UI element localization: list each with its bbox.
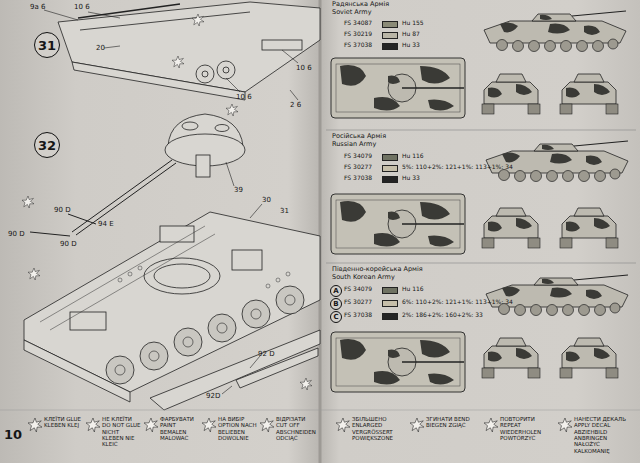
color-mix: Hu 87 (402, 31, 420, 38)
fs-code: FS 30277 (344, 299, 372, 306)
step-number: 31 (34, 32, 60, 58)
scheme-heading: South Korean Army (332, 274, 395, 281)
icon-caption: ЗБІЛЬШЕНО ENLARGED VERGRÖSSERT POWIĘKSZO… (352, 416, 408, 441)
part-callout: 90 D (60, 240, 77, 248)
part-callout: 10 6 (296, 64, 312, 72)
page-number: 10 (4, 428, 22, 443)
scheme-heading: Soviet Army (332, 9, 372, 16)
part-callout: 10 6 (236, 93, 252, 101)
part-callout: 9a 6 (30, 3, 45, 11)
part-callout: 20 (96, 44, 105, 52)
scheme-letter: C (330, 311, 342, 323)
scheme-heading: Радянська Армія (332, 1, 389, 8)
scheme-heading: Російська Армія (332, 133, 386, 140)
color-swatch (382, 32, 398, 39)
part-callout: 90 D (8, 230, 25, 238)
scheme-heading: Південно-корейська Армія (332, 266, 423, 273)
color-swatch (382, 43, 398, 50)
color-swatch (382, 176, 398, 183)
icon-caption: КЛЕЇТИ GLUE KLEBEN KLEJ (44, 416, 84, 429)
step-text: A (333, 287, 338, 295)
color-mix: 2%: 186+2%: 160+2%: 33 (402, 312, 483, 319)
step-text: 31 (38, 38, 56, 53)
step-text: 32 (38, 138, 56, 153)
fs-code: FS 30219 (344, 31, 372, 38)
icon-caption: НАНЕСТИ ДЕКАЛЬ APPLY DECAL ABZIEHBILD AN… (574, 416, 634, 454)
part-callout: 10 6 (74, 3, 90, 11)
color-swatch (382, 313, 398, 320)
step-number: 32 (34, 132, 60, 158)
part-callout: 92D (206, 392, 220, 400)
icon-caption: ФАРБУВАТИ PAINT BEMALEN MALOWAĆ (160, 416, 200, 441)
fs-code: FS 34079 (344, 153, 372, 160)
icon-caption: НА ВИБІР OPTION NACH BELIEBEN DOWOLNIE (218, 416, 258, 441)
fs-code: FS 34087 (344, 20, 372, 27)
part-callout: 94 E (98, 220, 114, 228)
fs-code: FS 37038 (344, 312, 372, 319)
color-swatch (382, 287, 398, 294)
color-swatch (382, 154, 398, 161)
color-mix: 6%: 110+2%: 121+1%: 113+1%: 34 (402, 299, 513, 306)
fs-code: FS 37038 (344, 175, 372, 182)
icon-caption: НЕ КЛЕЇТИ DO NOT GLUE NICHT KLEBEN NIE K… (102, 416, 142, 448)
step-text: B (333, 300, 338, 308)
color-mix: Hu 155 (402, 20, 424, 27)
part-callout: 31 (280, 207, 289, 215)
icon-caption: ВІДРІЗАТИ CUT OFF ABSCHNEIDEN ODCIĄĆ (276, 416, 316, 441)
color-swatch (382, 21, 398, 28)
color-mix: Hu 116 (402, 286, 424, 293)
part-callout: 92 D (258, 350, 275, 358)
color-swatch (382, 300, 398, 307)
part-callout: 90 D (54, 206, 71, 214)
part-callout: 2 6 (290, 101, 301, 109)
scheme-letter: A (330, 285, 342, 297)
part-callout: 39 (234, 186, 243, 194)
part-callout: 30 (262, 196, 271, 204)
color-mix: Hu 116 (402, 153, 424, 160)
fs-code: FS 30277 (344, 164, 372, 171)
scheme-letter: B (330, 298, 342, 310)
scheme-heading: Russian Army (332, 141, 376, 148)
color-swatch (382, 165, 398, 172)
icon-caption: ПОВТОРИТИ REPEAT WIEDERHOLEN POWTÓRZYĆ (500, 416, 556, 441)
color-mix: Hu 33 (402, 175, 420, 182)
fs-code: FS 34079 (344, 286, 372, 293)
step-text: C (333, 313, 338, 321)
color-mix: Hu 33 (402, 42, 420, 49)
fs-code: FS 37038 (344, 42, 372, 49)
color-mix: 5%: 110+2%: 121+1%: 113+1%: 34 (402, 164, 513, 171)
icon-caption: ЗГИНАТИ BEND BIEGEN ZGIĄĆ (426, 416, 482, 429)
